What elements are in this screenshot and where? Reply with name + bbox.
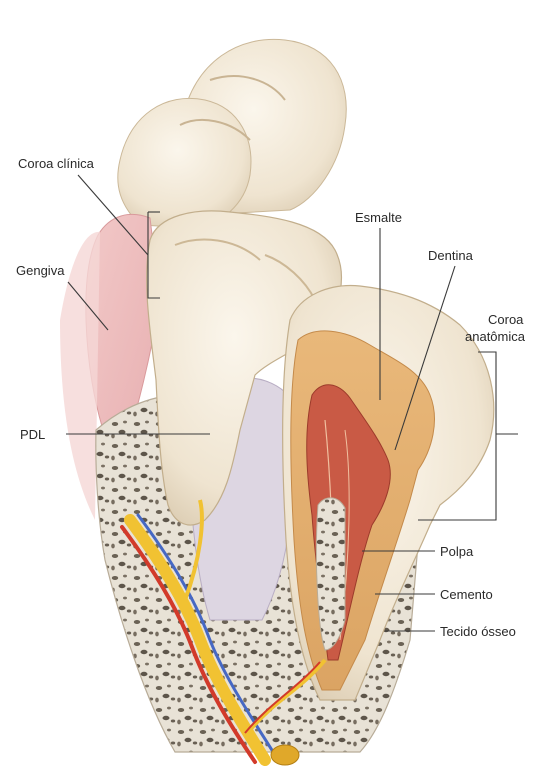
label-tecido-osseo: Tecido ósseo [440, 624, 516, 639]
label-gengiva: Gengiva [16, 263, 65, 278]
label-coroa-anatomica-2: anatômica [465, 329, 526, 344]
back-tooth-2 [118, 98, 251, 228]
label-cemento: Cemento [440, 587, 493, 602]
label-esmalte: Esmalte [355, 210, 402, 225]
label-pdl: PDL [20, 427, 45, 442]
label-coroa-clinica: Coroa clínica [18, 156, 95, 171]
label-dentina: Dentina [428, 248, 474, 263]
label-coroa-anatomica-1: Coroa [488, 312, 524, 327]
label-polpa: Polpa [440, 544, 474, 559]
